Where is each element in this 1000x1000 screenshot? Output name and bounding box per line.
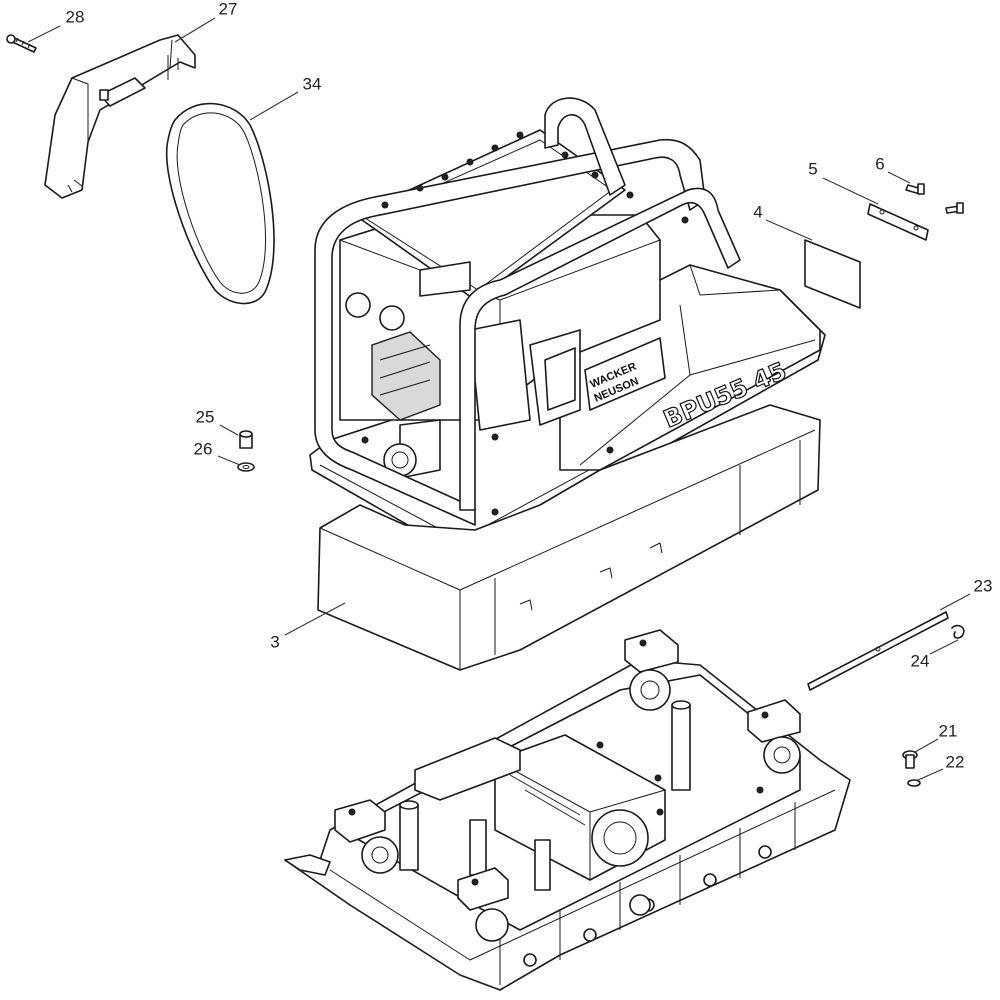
callout-number-5: 5: [808, 159, 817, 178]
callout-leader-21: [914, 738, 939, 753]
skirt-frame-3: [317, 404, 821, 671]
washer-26: [237, 462, 255, 472]
callout-leader-6: [887, 171, 911, 184]
callout-leader-22: [917, 768, 944, 781]
callout-number-27: 27: [219, 0, 238, 18]
clip-24: [951, 624, 965, 639]
rod-23: [807, 611, 949, 691]
callout-number-21: 21: [939, 721, 958, 740]
callout-labels: 28 27 34 5 6 4 25 26 3 23 24 21 22: [27, 0, 993, 781]
belt-guard-cover: [44, 34, 196, 199]
callout-number-24: 24: [911, 651, 930, 670]
upper-engine-assembly: WACKER NEUSON BPU55 45: [309, 97, 826, 556]
nut-22: [907, 779, 921, 787]
callout-number-25: 25: [196, 407, 215, 426]
callout-number-23: 23: [974, 576, 993, 595]
callout-leader-25: [219, 424, 239, 436]
callout-number-34: 34: [303, 74, 322, 93]
callout-leader-26: [217, 455, 241, 466]
bolt-21: [902, 750, 918, 769]
callout-number-22: 22: [946, 752, 965, 771]
bolt-25: [239, 430, 253, 449]
callout-leader-4: [765, 219, 813, 241]
callout-leader-27: [174, 17, 216, 43]
callout-number-6: 6: [875, 154, 884, 173]
v-belt: [166, 102, 275, 305]
callout-number-4: 4: [753, 202, 762, 221]
callout-leader-28: [27, 25, 61, 43]
lower-base-plate: [284, 629, 851, 991]
callout-leader-5: [822, 177, 879, 205]
callout-number-3: 3: [270, 632, 279, 651]
callout-number-26: 26: [194, 439, 213, 458]
callout-leader-34: [249, 91, 299, 121]
plate-5: [867, 203, 929, 241]
bolt-28: [6, 34, 37, 53]
callout-number-28: 28: [66, 7, 85, 26]
screw-6: [905, 183, 964, 214]
label-plate-4: [804, 239, 861, 309]
callout-leader-24: [929, 639, 959, 655]
callout-leader-23: [939, 593, 971, 611]
callout-leader-3: [284, 602, 346, 636]
